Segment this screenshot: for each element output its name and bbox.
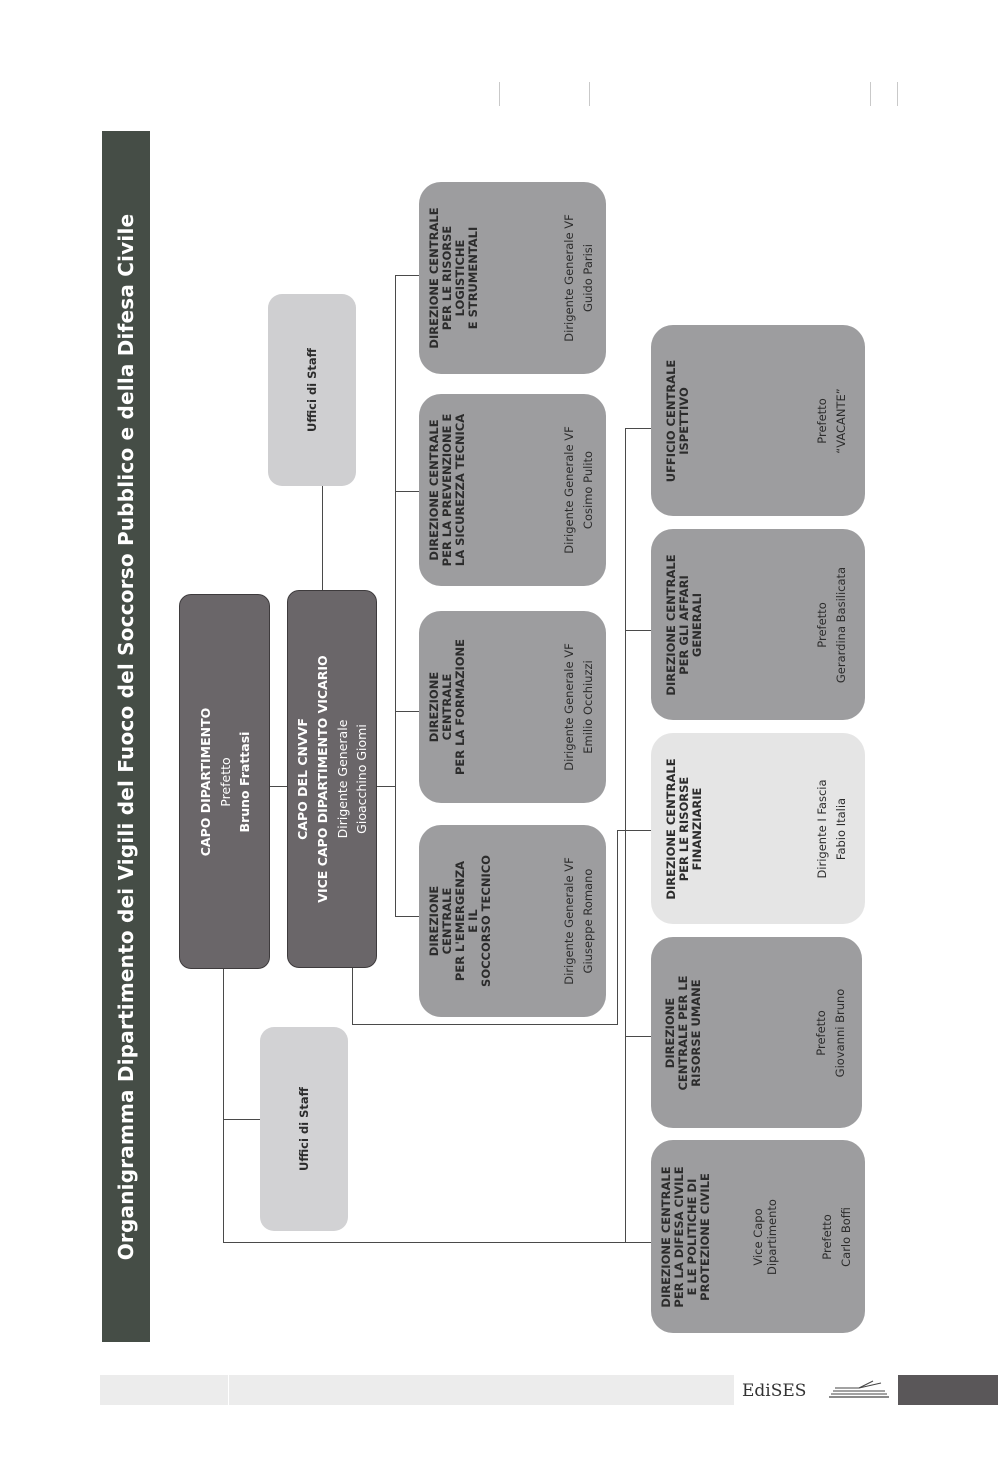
- footer-brand: EdiSES: [742, 1381, 807, 1401]
- ufficio-ispettivo: UFFICIO CENTRALE ISPETTIVO Prefetto “VAC…: [651, 325, 865, 516]
- footer-bar-right: [898, 1375, 998, 1405]
- directorate-name: Carlo Boffi: [839, 1206, 853, 1267]
- footer-bar-mid: [229, 1375, 734, 1405]
- directorate-title: UFFICIO CENTRALE ISPETTIVO: [664, 359, 691, 482]
- directorate-risorse-umane: DIREZIONE CENTRALE PER LE RISORSE UMANE …: [651, 937, 862, 1128]
- directorate-title: DIREZIONE CENTRALE PER GLI AFFARI GENERA…: [664, 553, 704, 696]
- page-title: Organigramma Dipartimento dei Vigili del…: [114, 213, 138, 1260]
- vice-title: CAPO DEL CNVVF VICE CAPO DIPARTIMENTO VI…: [295, 655, 330, 903]
- book-logo-icon: [823, 1375, 895, 1405]
- staff-box-left: Uffici di Staff: [260, 1027, 348, 1231]
- vice-role: Dirigente Generale: [335, 719, 350, 839]
- directorate-risorse-finanziarie: DIREZIONE CENTRALE PER LE RISORSE FINANZ…: [651, 733, 865, 924]
- footer-bar-left: [100, 1375, 228, 1405]
- directorate-name: Cosimo Pulito: [580, 450, 595, 530]
- capo-name: Bruno Frattasi: [236, 731, 252, 832]
- directorate-title: DIREZIONE CENTRALE PER LE RISORSE LOGIST…: [426, 207, 480, 349]
- directorate-name: Fabio Italia: [834, 797, 848, 860]
- directorate-role: Dirigente I Fascia: [815, 778, 829, 879]
- staff-right-label: Uffici di Staff: [304, 348, 319, 432]
- directorate-emergenza: DIREZIONE CENTRALE PER L'EMERGENZA E IL …: [419, 825, 606, 1017]
- staff-box-right: Uffici di Staff: [268, 294, 356, 486]
- directorate-role: Dirigente Generale VF: [561, 426, 576, 554]
- vice-name: Gioacchino Giomi: [354, 724, 369, 834]
- directorate-name: Emilio Occhiuzzi: [580, 660, 595, 754]
- directorate-title: DIREZIONE CENTRALE PER LA DIFESA CIVILE …: [659, 1165, 712, 1308]
- directorate-name: Giuseppe Romano: [580, 868, 595, 974]
- directorate-name: “VACANTE”: [834, 387, 848, 454]
- directorate-role: Dirigente Generale VF: [561, 643, 576, 771]
- capo-title: CAPO DIPARTIMENTO: [197, 707, 213, 856]
- directorate-role: Prefetto: [815, 397, 829, 444]
- directorate-role: Prefetto: [815, 601, 829, 648]
- directorate-name: Gerardina Basilicata: [834, 566, 848, 683]
- directorate-title: DIREZIONE CENTRALE PER LA PREVENZIONE E …: [426, 413, 467, 567]
- page-tick: [897, 82, 898, 106]
- directorate-extra: Vice Capo Dipartimento: [751, 1198, 779, 1275]
- directorate-title: DIREZIONE CENTRALE PER L'EMERGENZA E IL …: [426, 855, 493, 987]
- directorate-role: Prefetto: [813, 1009, 828, 1056]
- directorate-affari-generali: DIREZIONE CENTRALE PER GLI AFFARI GENERA…: [651, 529, 865, 720]
- capo-role: Prefetto: [217, 756, 233, 807]
- page-tick: [589, 82, 590, 106]
- page-tick: [870, 82, 871, 106]
- capo-dipartimento-box: CAPO DIPARTIMENTO Prefetto Bruno Frattas…: [179, 594, 270, 969]
- title-band: Organigramma Dipartimento dei Vigili del…: [102, 131, 150, 1342]
- directorate-prevenzione: DIREZIONE CENTRALE PER LA PREVENZIONE E …: [419, 394, 606, 586]
- directorate-formazione: DIREZIONE CENTRALE PER LA FORMAZIONE Dir…: [419, 611, 606, 803]
- staff-left-label: Uffici di Staff: [296, 1087, 311, 1171]
- directorate-logistiche: DIREZIONE CENTRALE PER LE RISORSE LOGIST…: [419, 182, 606, 374]
- directorate-name: Guido Parisi: [580, 244, 595, 312]
- page-tick: [499, 82, 500, 106]
- directorate-title: DIREZIONE CENTRALE PER LE RISORSE FINANZ…: [664, 757, 704, 900]
- directorate-role: Prefetto: [820, 1213, 834, 1260]
- directorate-role: Dirigente Generale VF: [561, 214, 576, 342]
- directorate-difesa-civile: DIREZIONE CENTRALE PER LA DIFESA CIVILE …: [651, 1140, 865, 1333]
- directorate-name: Giovanni Bruno: [832, 988, 847, 1077]
- directorate-role: Dirigente Generale VF: [561, 857, 576, 985]
- directorate-title: DIREZIONE CENTRALE PER LA FORMAZIONE: [426, 638, 467, 776]
- directorate-title: DIREZIONE CENTRALE PER LE RISORSE UMANE: [662, 974, 703, 1091]
- vice-capo-box: CAPO DEL CNVVF VICE CAPO DIPARTIMENTO VI…: [287, 590, 377, 968]
